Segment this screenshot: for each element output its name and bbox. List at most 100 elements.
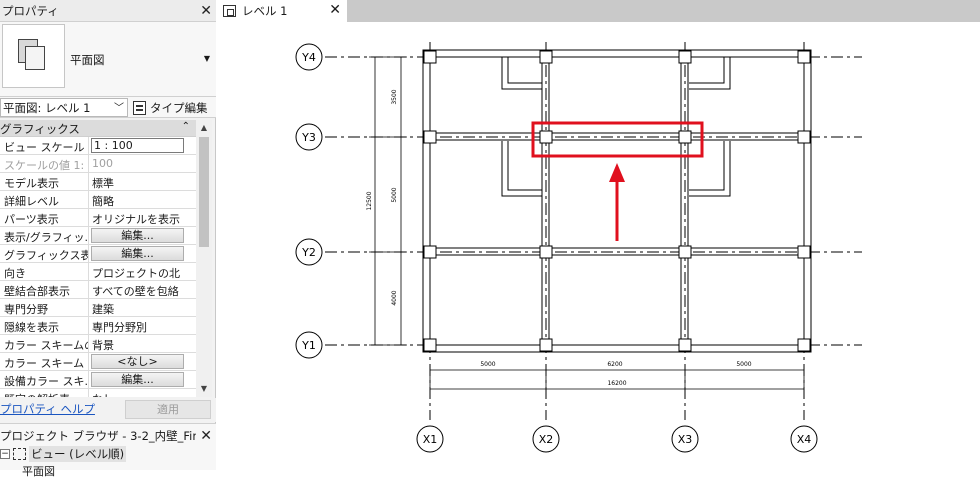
tab-level-1[interactable]: レベル 1 ✕ [217,0,347,22]
floor-plan-view-icon [223,5,236,17]
property-key: 表示/グラフィッ... [0,227,89,244]
properties-help-link[interactable]: プロパティ ヘルプ [0,402,95,416]
property-value[interactable]: 編集... [89,245,196,262]
grid-label-row: Y3 [301,131,316,144]
property-value: 建築 [92,303,114,316]
structural-column [797,130,811,144]
structural-column [678,245,692,259]
chevron-down-icon: ﹀ [114,103,124,114]
close-tab-icon[interactable]: ✕ [329,2,341,18]
view-tab-bar: レベル 1 ✕ [217,0,980,22]
property-row[interactable]: 詳細レベル簡略 [0,191,196,209]
property-key: スケールの値 1: [0,155,89,172]
property-value[interactable]: 編集... [89,227,196,244]
scroll-down-icon[interactable]: ▼ [200,384,208,393]
property-edit-button[interactable]: <なし> [91,354,184,369]
property-row[interactable]: 向きプロジェクトの北 [0,263,196,281]
property-value: 100 [92,157,113,170]
property-key: 壁結合部表示 [0,281,89,298]
property-row[interactable]: 設備カラー スキ...編集... [0,371,196,389]
exterior-wall-inner [429,56,805,346]
collapse-icon[interactable]: ⌃ [181,121,190,132]
tree-node-views[interactable]: − ビュー (レベル順) [0,446,127,462]
property-row[interactable]: グラフィックス表...編集... [0,245,196,263]
grid-label-row: Y4 [301,51,316,64]
structural-column [678,338,692,352]
property-value-input[interactable]: 1 : 100 [91,138,184,153]
interior-wall-notch [501,57,542,90]
property-value: 簡略 [92,195,114,208]
property-row[interactable]: カラー スキームの...背景 [0,335,196,353]
property-value: すべての壁を包絡 [92,285,179,298]
type-dropdown-icon[interactable]: ▼ [203,54,210,63]
dimension-text: 3500 [391,89,398,104]
grid-bubble-row [295,123,323,151]
grid-bubble-col [671,425,699,453]
property-value[interactable]: 編集... [89,371,196,388]
property-value: 標準 [92,177,114,190]
properties-scrollbar[interactable]: ▲ ▼ [196,120,212,397]
property-value: 専門分野別 [92,321,147,334]
tree-node-label: ビュー (レベル順) [29,446,127,462]
group-label: グラフィックス [0,122,80,136]
dimension-total-text: 16200 [607,380,626,387]
property-edit-button[interactable]: 編集... [91,372,184,387]
structural-column [539,130,553,144]
properties-title: プロパティ [2,4,59,18]
grid-bubble-col [532,425,560,453]
scroll-up-icon[interactable]: ▲ [200,123,208,132]
property-row[interactable]: 隠線を表示専門分野別 [0,317,196,335]
property-row[interactable]: 表示/グラフィッ...編集... [0,227,196,245]
property-edit-button[interactable]: 編集... [91,228,184,243]
property-row[interactable]: モデル表示標準 [0,173,196,191]
property-row[interactable]: パーツ表示オリジナルを表示 [0,209,196,227]
property-row[interactable]: 既定の解析表...なし [0,389,196,397]
close-browser-icon[interactable]: ✕ [200,428,212,444]
type-selector[interactable]: 平面図 ▼ [0,22,216,96]
interior-wall-notch [689,141,731,197]
dimension-text: 6200 [607,361,622,368]
property-edit-button[interactable]: 編集... [91,246,184,261]
properties-panel: プロパティ ✕ 平面図 ▼ 平面図: レベル 1 ﹀ タイプ編集 グラフィックス… [0,0,216,478]
tree-node-floor-plans[interactable]: 平面図 [22,465,55,478]
structural-column [539,50,553,64]
property-value[interactable]: 1 : 100 [89,137,196,154]
property-row[interactable]: 専門分野建築 [0,299,196,317]
property-value: なし [89,389,196,397]
property-key: パーツ表示 [0,209,89,226]
type-edit-label: タイプ編集 [150,101,208,115]
apply-button[interactable]: 適用 [125,400,211,419]
property-row[interactable]: 壁結合部表示すべての壁を包絡 [0,281,196,299]
structural-column [539,245,553,259]
dimension-text: 5000 [391,187,398,202]
collapse-node-icon[interactable]: − [0,449,10,459]
type-edit-button[interactable]: タイプ編集 [133,98,208,117]
structural-column [678,50,692,64]
floor-plan-type-icon [2,24,65,88]
dimension-text: 5000 [736,361,751,368]
property-value[interactable]: <なし> [89,353,196,370]
tab-label: レベル 1 [242,4,288,18]
structural-column [797,50,811,64]
property-key: 設備カラー スキ... [0,371,89,388]
group-header-graphics[interactable]: グラフィックス ⌃ [0,120,196,137]
view-icon [13,448,26,460]
property-row[interactable]: カラー スキーム<なし> [0,353,196,371]
view-instance-select[interactable]: 平面図: レベル 1 ﹀ [0,98,128,117]
project-browser-title: プロジェクト ブラウザ - 3-2_内壁_Finish [0,429,196,443]
structural-column [797,245,811,259]
grid-label-col: X1 [423,433,438,446]
scroll-thumb[interactable] [199,137,209,247]
properties-footer: プロパティ ヘルプ 適用 [0,398,216,422]
property-row[interactable]: スケールの値 1:100 [0,155,196,173]
highlight-arrowhead [609,163,625,182]
close-properties-icon[interactable]: ✕ [200,3,212,19]
drawing-canvas[interactable] [217,22,980,470]
grid-label-row: Y2 [301,246,316,259]
property-key: 隠線を表示 [0,317,89,334]
structural-column [797,338,811,352]
property-key: 既定の解析表... [0,389,89,397]
